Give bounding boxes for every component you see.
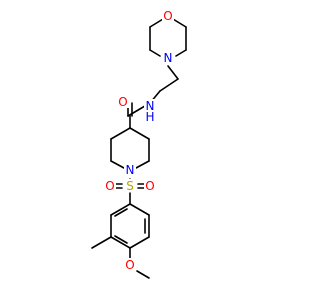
atom-o-morpholine: O bbox=[163, 9, 172, 23]
molecule-structure: O N N H O N S O O O bbox=[91, 9, 187, 279]
bond bbox=[159, 78, 179, 92]
bond bbox=[110, 203, 131, 216]
bond bbox=[175, 49, 187, 57]
atom-h-amide: H bbox=[145, 110, 154, 124]
atom-s-sulfonyl: S bbox=[126, 179, 134, 193]
bond bbox=[129, 203, 150, 216]
atom-labels: O N N H O N S O O O bbox=[104, 9, 174, 272]
bond bbox=[110, 160, 125, 169]
bond bbox=[149, 49, 161, 57]
bond bbox=[135, 160, 150, 169]
bond bbox=[136, 270, 150, 279]
atom-o-sulfonyl-right: O bbox=[145, 179, 154, 193]
atom-o-carbonyl: O bbox=[118, 95, 127, 109]
bond bbox=[129, 127, 150, 140]
bond bbox=[114, 235, 128, 244]
atom-n-morpholine: N bbox=[164, 51, 173, 65]
atom-o-methoxy: O bbox=[125, 258, 134, 272]
bond bbox=[114, 208, 128, 217]
atom-o-sulfonyl-left: O bbox=[105, 179, 114, 193]
bond bbox=[167, 65, 179, 80]
bond bbox=[110, 127, 131, 140]
bond bbox=[129, 236, 150, 249]
atom-n-piperidine: N bbox=[126, 163, 135, 177]
bond bbox=[91, 236, 112, 249]
bond bbox=[110, 236, 131, 249]
atom-n-amide: N bbox=[146, 99, 155, 113]
